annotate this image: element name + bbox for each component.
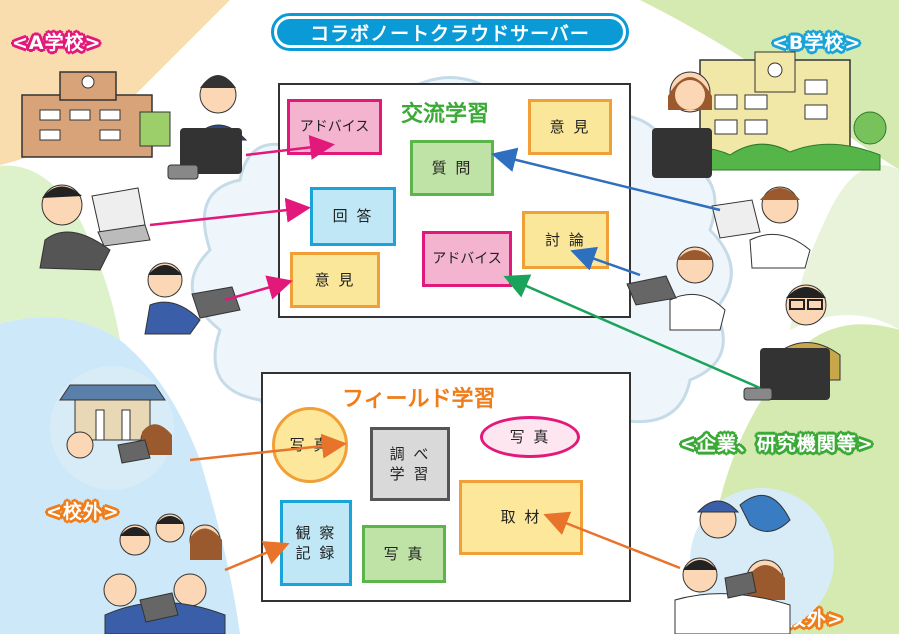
- arrow-a-student-to-answer: [149, 197, 311, 227]
- outside-left-label: <校外>: [46, 501, 120, 523]
- note-photo-rect: 写 真: [362, 525, 446, 583]
- arrow-shrine-to-photo: [189, 433, 347, 462]
- exchange-learning-title: 交流学習: [401, 102, 490, 127]
- school-building-icon: [669, 51, 887, 171]
- person-with-tablet-icon: [144, 262, 241, 335]
- note-question: 質 問: [410, 140, 494, 196]
- company-label: <企業、研究機関等>: [680, 433, 874, 455]
- note-observation: 観 察 記 録: [280, 500, 352, 586]
- note-research: 調 べ 学 習: [370, 427, 450, 501]
- arrow-fisherman-to-interview: [543, 511, 681, 570]
- school-building-icon: [21, 71, 171, 158]
- arrow-b-boy-to-discussion: [570, 246, 641, 277]
- arrow-a-girl-to-opinion: [224, 275, 293, 302]
- person-with-tablet-icon: [626, 246, 726, 331]
- note-opinion-1: 意 見: [528, 99, 612, 155]
- note-advice-2: アドバイス: [422, 231, 512, 287]
- shrine-icon: [50, 366, 174, 490]
- note-advice-1: アドバイス: [287, 99, 382, 155]
- field-sheet-curl: [588, 575, 631, 602]
- arrow-a-teacher-to-advice: [245, 134, 335, 160]
- cloud-server-title-text: コラボノートクラウドサーバー: [277, 19, 623, 45]
- note-answer: 回 答: [310, 187, 396, 246]
- fisherman-interview-icon: [674, 488, 834, 634]
- school-b-label: <B学校>: [772, 32, 862, 54]
- school-a-label: <A学校>: [12, 32, 102, 54]
- arrow-b-student-to-question: [491, 147, 721, 212]
- person-at-computer-icon: [652, 71, 712, 178]
- note-photo-oval: 写 真: [480, 416, 580, 458]
- field-learning-title: フィールド学習: [342, 387, 496, 412]
- person-with-laptop-icon: [711, 186, 811, 269]
- arrow-company-to-advice: [503, 274, 761, 390]
- cloud-server-title: コラボノートクラウドサーバー: [271, 13, 629, 51]
- person-at-computer-icon: [167, 75, 248, 180]
- person-with-laptop-icon: [39, 184, 151, 271]
- teacher-at-computer-icon: [743, 284, 841, 401]
- exchange-sheet-curl: [604, 292, 631, 318]
- group-with-camera-icon: [103, 513, 226, 634]
- arrow-group-to-observation: [224, 541, 290, 572]
